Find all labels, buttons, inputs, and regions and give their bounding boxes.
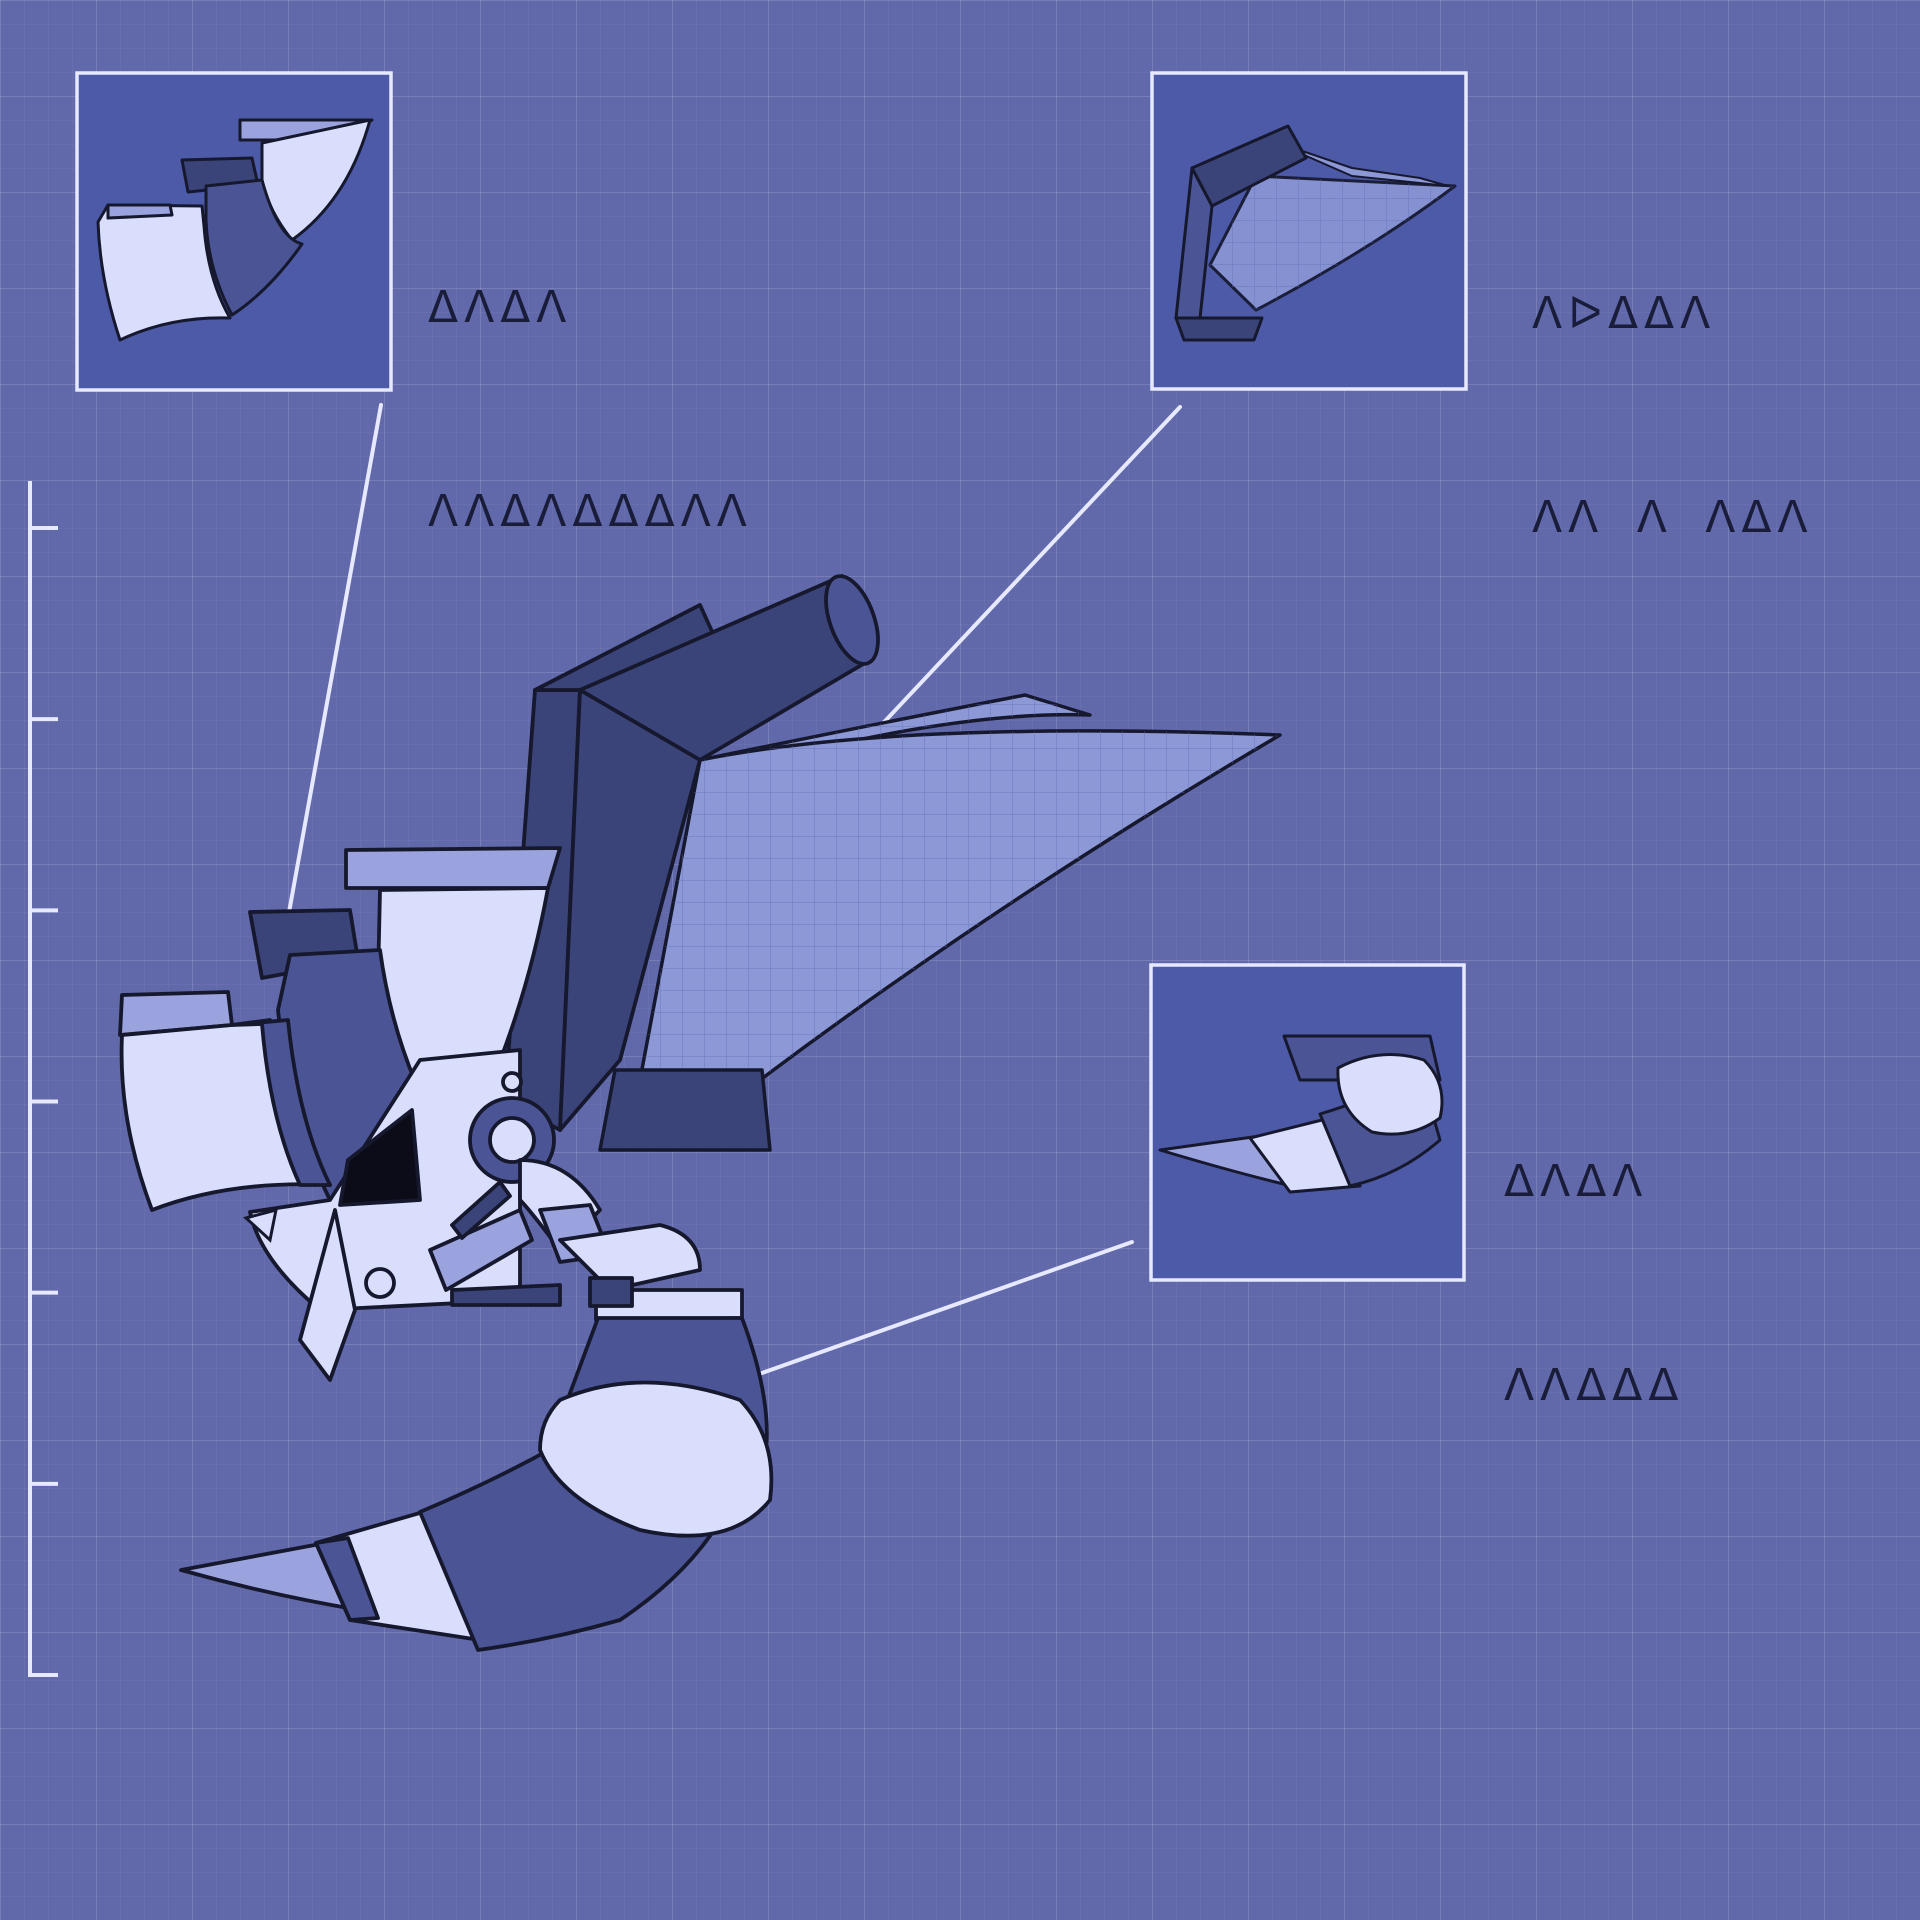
caption-part-3-line-2: ᐱᐱᐃᐃᐃ bbox=[1504, 1360, 1685, 1411]
caption-part-2-line-1: ᐱᐅᐃᐃᐱ bbox=[1532, 288, 1717, 339]
leader-line-part-3 bbox=[726, 1240, 1134, 1387]
leader-line-part-1 bbox=[282, 403, 383, 942]
caption-part-3-line-1: ᐃᐱᐃᐱ bbox=[1504, 1156, 1649, 1207]
caption-part-1-line-1: ᐃᐱᐃᐱ bbox=[428, 282, 573, 333]
scale-ruler bbox=[28, 481, 58, 1677]
caption-part-2-line-2: ᐱᐱ ᐱ ᐱᐃᐱ bbox=[1532, 492, 1814, 543]
caption-part-1-line-2: ᐱᐱᐃᐱᐃᐃᐃᐱᐱ bbox=[428, 486, 753, 537]
leader-line-part-2 bbox=[854, 405, 1182, 754]
head-mark bbox=[242, 1207, 278, 1243]
shoulder-plates bbox=[118, 846, 562, 1212]
inset-part-2-wing-spar bbox=[1174, 124, 1457, 342]
caption-part-2: ᐱᐅᐃᐃᐱ ᐱᐱ ᐱ ᐱᐃᐱ bbox=[1532, 144, 1814, 620]
wing-spar-bracket bbox=[598, 1068, 772, 1152]
scale-ruler-ticks bbox=[28, 526, 58, 1677]
claw-leg bbox=[179, 1276, 774, 1652]
wing-spar bbox=[503, 574, 880, 1132]
joint-housing bbox=[248, 1048, 702, 1382]
leader-lines bbox=[282, 403, 1182, 1387]
caption-part-1: ᐃᐱᐃᐱ ᐱᐱᐃᐱᐃᐃᐃᐱᐱ bbox=[428, 138, 753, 614]
caption-part-3: ᐃᐱᐃᐱ ᐱᐱᐃᐃᐃ bbox=[1504, 1012, 1685, 1488]
wing-membrane bbox=[638, 693, 1282, 1082]
inset-part-3-claw bbox=[1158, 1034, 1444, 1194]
inset-part-1-shoulder-plates bbox=[96, 118, 374, 342]
